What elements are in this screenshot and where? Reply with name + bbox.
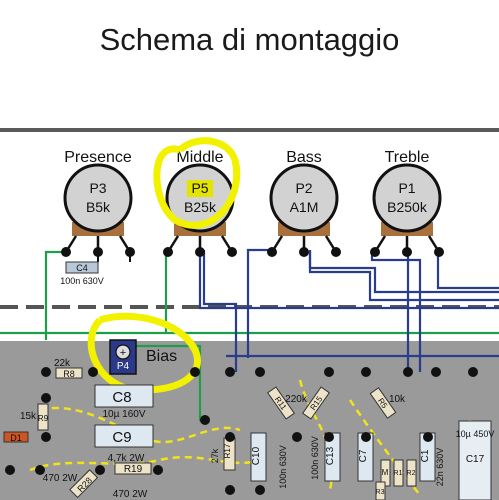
bias-trimmer-p4[interactable]: + P4 Bias [109, 339, 177, 375]
cap-ref: C7 [358, 449, 369, 462]
resistor-ref: R2 [407, 470, 416, 477]
trimmer-knob [115, 344, 131, 360]
diode-ref: D1 [10, 433, 22, 443]
resistor-array[interactable]: M R1 R2 R3 [375, 459, 417, 500]
capacitor-c9[interactable]: C9 4,7k 2W [94, 424, 154, 464]
pot-body [372, 163, 442, 233]
capacitor-c8[interactable]: C8 10µ 160V [94, 384, 154, 420]
pot-value: B5k [86, 199, 111, 215]
resistor-body [267, 386, 295, 420]
cap-ref: C17 [466, 454, 485, 465]
capacitor-c7[interactable]: C7 [357, 432, 374, 482]
resistor-r19[interactable]: R19 [114, 462, 152, 475]
resistor-r3 [375, 481, 386, 500]
blue-wires [198, 248, 499, 372]
resistor-value: 470 2W [113, 489, 148, 500]
resistor-value: 470 2W [43, 473, 78, 484]
pot-ref: P1 [398, 180, 415, 196]
resistor-value: 22k [54, 358, 71, 369]
cap-value: 100n 630V [278, 445, 288, 489]
pot-presence[interactable]: Presence P3 B5k [63, 149, 133, 236]
resistor-ref: R9 [38, 414, 49, 423]
cap-ref: C9 [112, 429, 131, 446]
resistor-body [302, 386, 330, 420]
pot-name: Presence [64, 149, 132, 166]
cap-ref: C1 [420, 449, 431, 462]
cap-body [324, 432, 341, 482]
bias-label: Bias [146, 348, 177, 365]
pot-body [63, 163, 133, 233]
pot-bass[interactable]: Bass P2 A1M [269, 149, 339, 236]
highlight-circles [87, 137, 241, 394]
capacitor-c13[interactable]: C13 100n 630V [310, 432, 341, 482]
cap-ref: C8 [112, 389, 131, 406]
cap-body [65, 261, 99, 274]
pot-value: A1M [290, 199, 319, 215]
resistor-value: 15k [20, 411, 37, 422]
pot-value: B250k [387, 199, 428, 215]
resistor-body [55, 367, 83, 379]
lug-jumpers [97, 252, 131, 262]
resistor-value: 27k [210, 448, 220, 463]
resistor-r1 [393, 459, 404, 487]
cap-ref: C13 [325, 446, 336, 465]
resistor-r9[interactable]: R9 15k [20, 403, 49, 431]
pot-name: Treble [385, 149, 430, 166]
resistor-body [37, 403, 49, 431]
resistor-ref: R1 [394, 470, 403, 477]
page-title: Schema di montaggio [99, 22, 400, 57]
resistor-body [114, 462, 152, 475]
chassis-edge [0, 128, 499, 132]
pot-value: B25k [184, 199, 217, 215]
pot-ref: P3 [89, 180, 106, 196]
diode-body [3, 431, 29, 443]
resistor-ref: M [382, 468, 389, 477]
adjust-icon: + [120, 347, 126, 359]
pot-ref: P5 [191, 180, 208, 196]
resistor-r8[interactable]: R8 22k [54, 358, 83, 379]
pot-name: Middle [176, 149, 223, 166]
cap-value: 4,7k 2W [108, 453, 145, 464]
resistor-ref: R3 [376, 489, 385, 496]
resistor-body [369, 387, 397, 419]
cap-value: 100n 630V [310, 436, 320, 480]
capacitor-c17[interactable]: 10µ 450V C17 [456, 420, 495, 500]
highlight-mark [187, 180, 213, 197]
cap-body [250, 432, 267, 482]
cap-value: 22n 630V [435, 448, 445, 487]
resistor-body [69, 469, 99, 499]
resistor-value: 10k [389, 394, 406, 405]
capacitor-c4[interactable]: C4 100n 630V [60, 261, 104, 286]
cap-value: 10µ 450V [456, 429, 495, 439]
cap-body [94, 424, 154, 448]
board-solder-points [5, 367, 478, 495]
pot-treble[interactable]: Treble P1 B250k [372, 149, 442, 236]
resistor-r5[interactable]: R5 10k [369, 387, 406, 419]
resistor-r2 [406, 459, 417, 487]
capacitor-c10[interactable]: C10 100n 630V [250, 432, 288, 489]
cap-value: 10µ 160V [102, 409, 145, 420]
resistor-ref: R17 [223, 443, 232, 458]
diode-d1[interactable]: D1 [3, 431, 29, 443]
cap-value: 100n 630V [60, 276, 104, 286]
cap-ref: C4 [76, 263, 88, 273]
solder-joints [61, 247, 444, 257]
resistor-value: 220k [285, 394, 308, 405]
trimmer-ref: P4 [117, 361, 130, 372]
resistor-ref: R8 [63, 369, 75, 379]
cap-ref: C10 [251, 446, 262, 465]
cap-body [94, 384, 154, 408]
cap-body [458, 420, 492, 500]
pot-name: Bass [286, 149, 322, 166]
pot-ref: P2 [295, 180, 312, 196]
pot-body [269, 163, 339, 233]
resistor-ref: R19 [124, 464, 143, 475]
